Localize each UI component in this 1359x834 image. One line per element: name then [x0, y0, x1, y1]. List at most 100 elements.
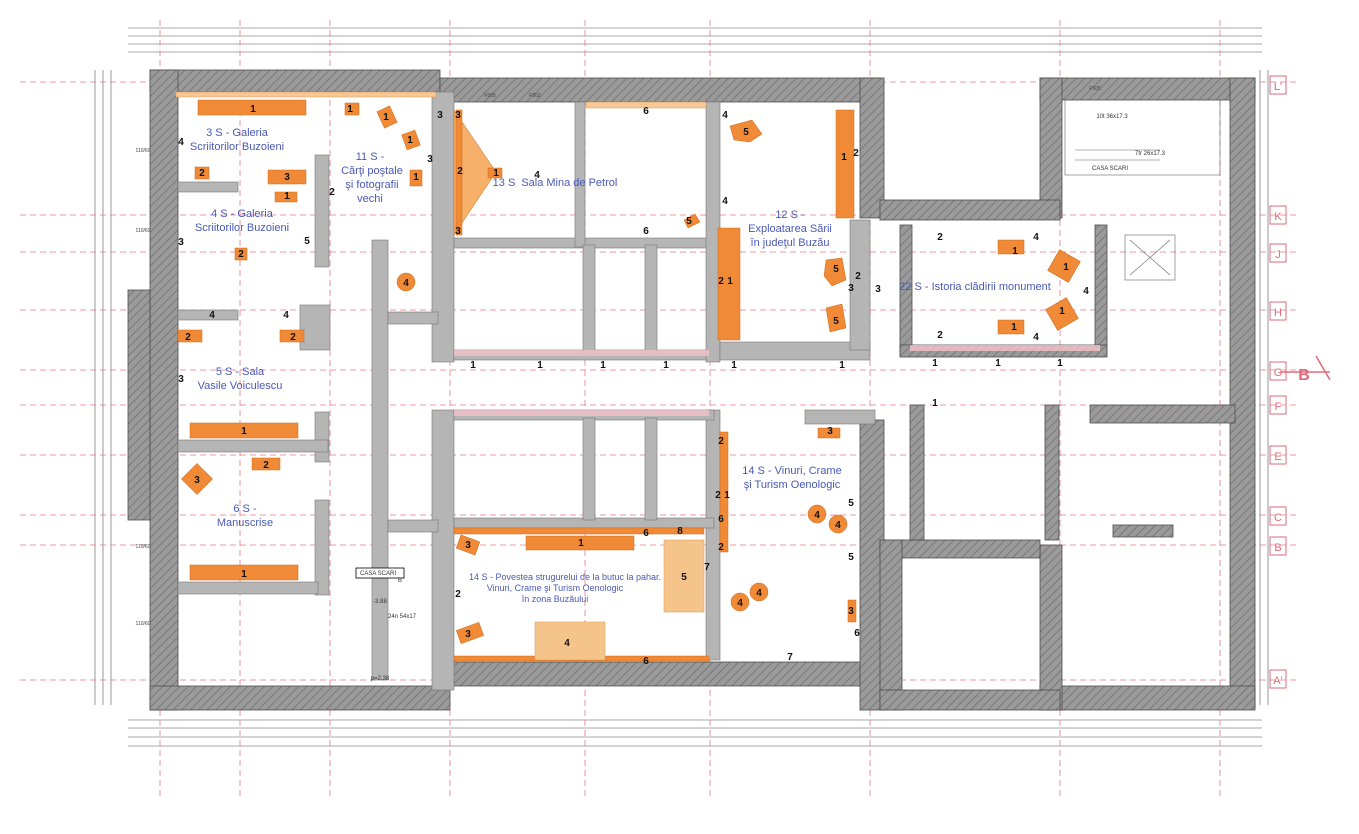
exhibit-number: 3 [194, 475, 200, 486]
exhibit-number: 3 [848, 606, 854, 617]
stair3-note: 7tr 26x17.3 [1135, 151, 1166, 157]
door-label: 110/60 [136, 621, 151, 627]
exhibit-number: 3 [465, 540, 471, 551]
exhibit-number: 5 [743, 127, 749, 138]
exhibit-number: 1 [995, 358, 1001, 369]
exhibit-number: 2 [457, 166, 463, 177]
exhibit-number: 4 [814, 510, 820, 521]
exhibit-number: 2 [455, 589, 461, 600]
elev-note: p=2.38 [371, 676, 390, 682]
exhibit-number: 4 [209, 310, 215, 321]
room-6-label: 6 S -Manuscrise [217, 503, 273, 529]
exhibit-number: 5 [848, 552, 854, 563]
exhibit-number: 1 [839, 360, 845, 371]
exhibit-number: 1 [727, 276, 733, 287]
grid-axis-label: K [1274, 211, 1282, 223]
slope-note: 24n 54x17 [388, 614, 417, 620]
exhibit-number: 4 [1083, 286, 1089, 297]
room-22-label: 22 S - Istoria clădirii monument [899, 281, 1051, 293]
mark-b-note: B [398, 578, 402, 584]
exhibit-number: 6 [718, 514, 724, 525]
stair2-note: 10t 36x17.3 [1096, 114, 1128, 120]
door-label: F502 [529, 93, 541, 99]
exhibit-number: 2 [199, 168, 205, 179]
grid-axis-label: G [1274, 367, 1283, 379]
exhibit-number: 2 [853, 148, 859, 159]
grid-axis-box [1269, 75, 1287, 95]
grid-axis-label: L' [1274, 81, 1282, 93]
exhibit-number: 6 [643, 106, 649, 117]
exhibits-light [175, 91, 707, 661]
grid-axis-label: A' [1273, 675, 1282, 687]
grid-axis-box [1269, 301, 1287, 321]
grid-axis-label: C [1274, 512, 1282, 524]
exhibit-number: 6 [643, 528, 649, 539]
exhibit-number: 8 [677, 526, 683, 537]
exhibit-number: 3 [455, 110, 461, 121]
light-strips [454, 345, 1100, 416]
exhibit-number: 1 [578, 538, 584, 549]
grid-axis-box [1269, 361, 1287, 381]
exhibit-number: 1 [284, 191, 290, 202]
exhibit-number: 1 [1057, 358, 1063, 369]
exhibit-number: 1 [383, 112, 389, 123]
grid-axis-label: H [1274, 307, 1282, 319]
exhibit-number: 4 [403, 278, 409, 289]
stair-block [1064, 99, 1221, 281]
exhibit-number: 1 [663, 360, 669, 371]
exhibit-number: 2 [718, 436, 724, 447]
exhibit-number: 3 [284, 172, 290, 183]
stair4-note: CASA SCARI [1092, 166, 1128, 172]
exhibit-number: 4 [283, 310, 289, 321]
exhibit-number: 4 [737, 598, 743, 609]
exhibit-number: 4 [534, 170, 540, 181]
exhibit-number: 1 [241, 426, 247, 437]
exhibit-number: 6 [643, 656, 649, 667]
exhibit-number: 2 [718, 542, 724, 553]
door-label: F505 [484, 93, 496, 99]
exhibit-number: 2 [715, 490, 721, 501]
grid-axis-box [1269, 669, 1287, 689]
exhibit-number: 3 [178, 374, 184, 385]
grid-axis-box [1269, 243, 1287, 263]
exhibit-number: 2 [329, 187, 335, 198]
exhibit-number: 3 [178, 237, 184, 248]
exhibit-number: 2 [185, 332, 191, 343]
door-label: F505 [1089, 86, 1101, 92]
exhibit-number: 1 [932, 398, 938, 409]
exhibit-number: 3 [465, 629, 471, 640]
exhibit-number: 1 [250, 104, 256, 115]
exhibit-number: 1 [407, 135, 413, 146]
notes: CASA SCARI B -3.88 24n 54x17 p=2.38 10t … [355, 114, 1166, 682]
exhibit-number: 5 [833, 264, 839, 275]
exhibit-number: 1 [731, 360, 737, 371]
exhibit-number: 4 [722, 110, 728, 121]
exhibit-number: 3 [875, 284, 881, 295]
grid-axis-box [1269, 506, 1287, 526]
exhibit-number: 3 [437, 110, 443, 121]
exhibit-number: 2 [290, 332, 296, 343]
exhibit-number: 4 [1033, 332, 1039, 343]
exhibit-number: 4 [1033, 232, 1039, 243]
grid-axis-box [1269, 445, 1287, 465]
walls [127, 69, 1256, 711]
exhibit-number: 4 [178, 137, 184, 148]
grid-axis-label: F [1275, 401, 1282, 413]
exhibit-number: 1 [724, 490, 730, 501]
exhibit-number: 1 [241, 569, 247, 580]
exhibit-number: 1 [470, 360, 476, 371]
exhibit-number: 1 [1012, 246, 1018, 257]
exhibit-number: 4 [564, 638, 570, 649]
grid-axis-label: J [1275, 249, 1281, 261]
exhibit-number: 1 [600, 360, 606, 371]
door-label: 110/60 [136, 148, 151, 154]
exhibit-number: 7 [704, 562, 710, 573]
